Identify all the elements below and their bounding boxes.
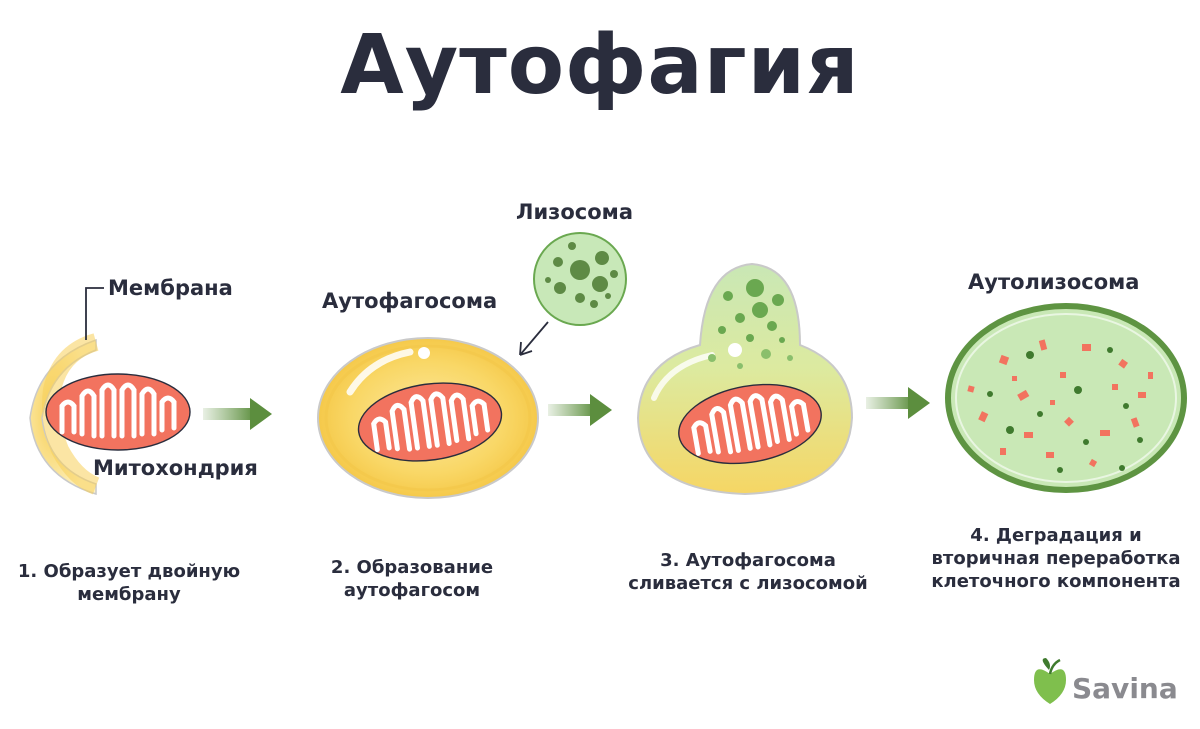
autophagosome-label: Аутофагосома [322, 289, 498, 313]
membrane-label: Мембрана [108, 276, 233, 300]
lysosome-label: Лизосома [516, 200, 633, 224]
autolysosome-label: Аутолизосома [968, 270, 1140, 294]
apple-heart-icon [1034, 658, 1066, 704]
arrow-3 [866, 387, 930, 419]
membrane-pointer [85, 287, 104, 340]
mitochondrion-stage1 [46, 374, 190, 450]
autolysosome [945, 303, 1187, 493]
arrow-1 [203, 398, 272, 430]
lysosome [533, 232, 627, 326]
lysosome-pointer [519, 321, 549, 356]
arrow-2 [548, 394, 612, 426]
mitochondria-label: Митохондрия [93, 456, 258, 480]
page-title: Аутофагия [340, 18, 860, 113]
brand-name: Savina [1072, 672, 1178, 705]
